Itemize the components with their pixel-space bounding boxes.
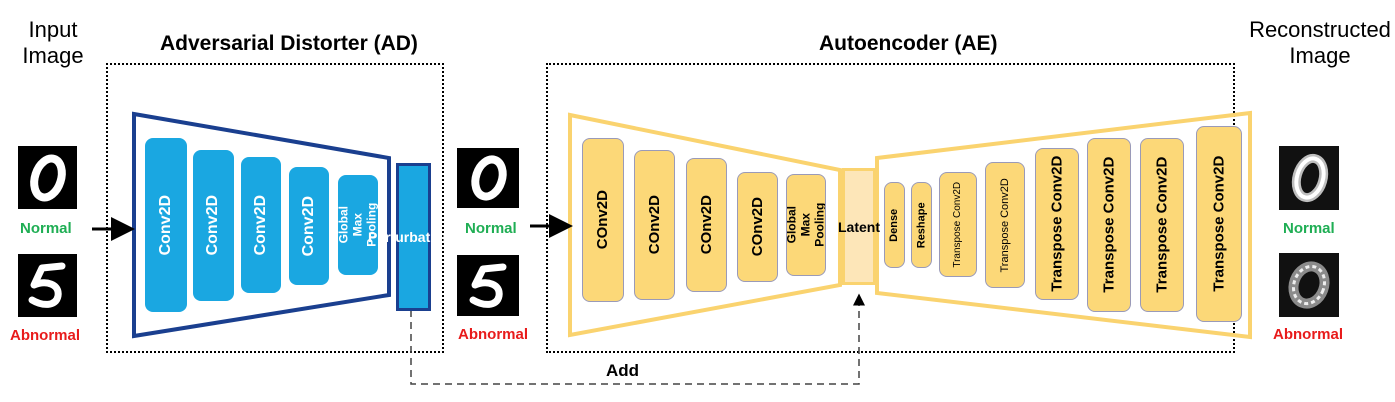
perturbations-layer: Perturbations (368, 163, 459, 311)
ad-trapezoid-outline (132, 111, 391, 339)
decoder-transpose-conv2d-layer-4: Transpose Conv2D (1087, 138, 1131, 312)
input-image-title: Input Image (22, 17, 84, 68)
ad-title: Adversarial Distorter (AD) (160, 32, 418, 55)
encoder-conv2d-layer-1: COnv2D (582, 138, 624, 302)
input-abnormal-tag: Abnormal (10, 327, 81, 344)
handwritten-five-digit-icon (18, 254, 77, 317)
middle-abnormal-tag: Abnormal (458, 326, 529, 343)
latent-layer: Latent (838, 168, 880, 285)
decoder-reshape-layer: Reshape (911, 182, 932, 268)
decoder-transpose-conv2d-layer-5: Transpose Conv2D (1140, 138, 1184, 312)
ad-conv2d-layer-4: Conv2D (289, 167, 329, 285)
output-abnormal-tag: Abnormal (1273, 326, 1344, 343)
ad-conv2d-layer-1: Conv2D (145, 138, 187, 312)
decoder-transpose-conv2d-layer-6: Transpose Conv2D (1196, 126, 1242, 322)
blurry-zero-digit-icon (1279, 253, 1339, 317)
ad-conv2d-layer-2: Conv2D (193, 150, 234, 301)
encoder-trapezoid-outline (568, 112, 842, 338)
handwritten-zero-digit-icon (457, 148, 519, 208)
input-normal-tag: Normal (20, 220, 72, 237)
blurry-zero-digit-icon (1279, 146, 1339, 210)
decoder-transpose-conv2d-layer-3: Transpose Conv2D (1035, 148, 1079, 300)
ad-conv2d-layer-3: Conv2D (241, 157, 281, 293)
add-connector (410, 293, 865, 385)
encoder-conv2d-layer-3: COnv2D (686, 158, 727, 292)
handwritten-five-digit-icon (457, 255, 519, 316)
decoder-transpose-conv2d-layer-1: Transpose Conv2D (939, 172, 977, 277)
encoder-conv2d-layer-4: COnv2D (737, 172, 778, 282)
decoder-trapezoid-outline (875, 110, 1252, 340)
encoder-conv2d-layer-2: COnv2D (634, 150, 675, 300)
middle-normal-tag: Normal (465, 220, 517, 237)
add-label: Add (606, 361, 640, 380)
handwritten-zero-digit-icon (18, 146, 77, 209)
ad-frame (106, 63, 444, 353)
ae-title: Autoencoder (AE) (819, 32, 998, 55)
reconstructed-image-title: Reconstructed Image (1249, 17, 1391, 68)
decoder-transpose-conv2d-layer-2: Transpose Conv2D (985, 162, 1025, 288)
ad-global-max-pooling-layer: Global Max Pooling (338, 175, 378, 275)
encoder-global-max-pooling-layer: Global Max Pooling (786, 174, 826, 276)
output-normal-tag: Normal (1283, 220, 1335, 237)
decoder-dense-layer: Dense (884, 182, 905, 268)
